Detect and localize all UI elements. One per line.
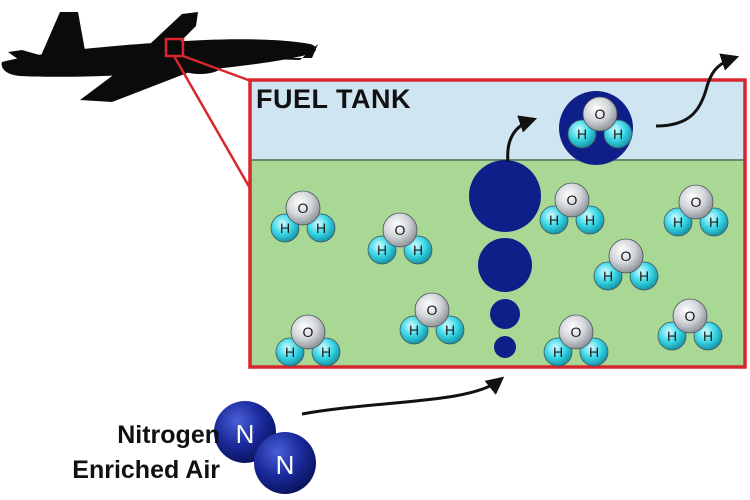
- water-molecule: H HO: [399, 292, 465, 345]
- oxygen-atom: [554, 182, 590, 218]
- hydrogen-atom-label: H: [639, 268, 649, 284]
- water-molecule: H HO: [567, 96, 633, 149]
- oxygen-atom-label: O: [567, 192, 578, 208]
- hydrogen-atom-label: H: [673, 214, 683, 230]
- hydrogen-atom-label: H: [549, 212, 559, 228]
- hydrogen-atom-label: H: [553, 344, 563, 360]
- oxygen-atom: [414, 292, 450, 328]
- oxygen-atom-label: O: [595, 106, 606, 122]
- hydrogen-atom-label: H: [377, 242, 387, 258]
- oxygen-atom: [285, 190, 321, 226]
- nitrogen-bubble: [469, 160, 541, 232]
- hydrogen-atom-label: H: [613, 126, 623, 142]
- oxygen-atom: [608, 238, 644, 274]
- hydrogen-atom-label: H: [316, 220, 326, 236]
- flow-arrow-bubble-up: [506, 115, 538, 163]
- nitrogen-atom: [254, 432, 316, 494]
- water-molecule: H HO: [663, 184, 729, 237]
- nitrogen-bubbles: [469, 160, 541, 358]
- oxygen-atom-label: O: [685, 308, 696, 324]
- oxygen-atom: [678, 184, 714, 220]
- oxygen-atom-label: O: [571, 324, 582, 340]
- hydrogen-atom-label: H: [409, 322, 419, 338]
- zoom-line-bottom: [172, 55, 253, 191]
- oxygen-atom: [672, 298, 708, 334]
- oxygen-atom-label: O: [691, 194, 702, 210]
- oxygen-atom: [582, 96, 618, 132]
- hydrogen-atom-label: H: [285, 344, 295, 360]
- oxygen-atom: [558, 314, 594, 350]
- nitrogen-atom-label: N: [276, 450, 295, 480]
- water-molecule: H HO: [270, 190, 336, 243]
- nitrogen-enriched-air-label: Nitrogen Enriched Air: [20, 418, 220, 488]
- hydrogen-atom-label: H: [280, 220, 290, 236]
- hydrogen-atom-label: H: [321, 344, 331, 360]
- zoom-line-top: [182, 54, 252, 83]
- nitrogen-atom-label: N: [236, 419, 255, 449]
- oxygen-atom: [290, 314, 326, 350]
- oxygen-atom-label: O: [303, 324, 314, 340]
- hydrogen-atom-label: H: [667, 328, 677, 344]
- nea-label-line2: Enriched Air: [72, 456, 220, 484]
- nitrogen-bubble: [490, 299, 520, 329]
- nitrogen-bubble: [494, 336, 516, 358]
- oxygen-atom-label: O: [298, 200, 309, 216]
- flow-arrow-in: [301, 376, 505, 416]
- nitrogen-bubble: [478, 238, 532, 292]
- oxygen-atom-label: O: [427, 302, 438, 318]
- nea-label-line1: Nitrogen: [117, 421, 220, 449]
- water-molecule: H HO: [593, 238, 659, 291]
- water-molecule: H HO: [543, 314, 609, 367]
- hydrogen-atom-label: H: [577, 126, 587, 142]
- hydrogen-atom-label: H: [413, 242, 423, 258]
- water-molecule: H HO: [539, 182, 605, 235]
- tank-border: [248, 78, 747, 369]
- water-molecule: H HO: [657, 298, 723, 351]
- hydrogen-atom-label: H: [585, 212, 595, 228]
- oxygen-atom-label: O: [621, 248, 632, 264]
- hydrogen-atom-label: H: [603, 268, 613, 284]
- hydrogen-atom-label: H: [589, 344, 599, 360]
- water-molecule: H HO: [275, 314, 341, 367]
- nitrogen-molecule: N N: [214, 401, 316, 494]
- ullage-space: [250, 80, 745, 160]
- flow-arrow-out: [655, 53, 740, 128]
- water-molecule: H HO: [367, 212, 433, 265]
- oxygen-atom-label: O: [395, 222, 406, 238]
- hydrogen-atom-label: H: [445, 322, 455, 338]
- airplane-silhouette-icon: [1, 12, 318, 102]
- fuel-tank-title: FUEL TANK: [256, 84, 411, 114]
- oxygen-atom: [382, 212, 418, 248]
- hydrogen-atom-label: H: [703, 328, 713, 344]
- hydrogen-atom-label: H: [709, 214, 719, 230]
